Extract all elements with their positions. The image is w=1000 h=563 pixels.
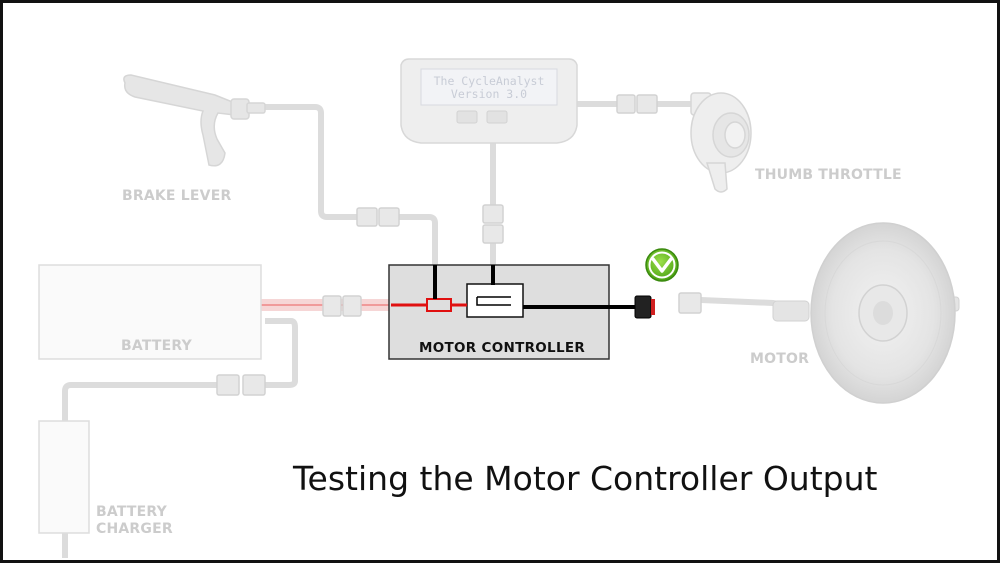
battery-charger-box xyxy=(38,420,90,534)
thumb-throttle xyxy=(690,92,752,193)
display-line-2: Version 3.0 xyxy=(450,87,528,101)
battery-box xyxy=(38,264,262,360)
faded-connectors xyxy=(216,94,702,396)
cycle-analyst-display xyxy=(400,58,578,144)
diagram-caption: Testing the Motor Controller Output xyxy=(293,459,878,498)
display-line-1: The CycleAnalyst xyxy=(433,74,545,88)
brake-lever xyxy=(123,74,266,167)
motor-controller xyxy=(388,264,635,360)
output-connector xyxy=(634,295,655,319)
motor-label: MOTOR xyxy=(750,351,810,367)
battery-label: BATTERY xyxy=(121,338,192,354)
motor-controller-label: MOTOR CONTROLLER xyxy=(419,340,586,356)
brake-lever-label: BRAKE LEVER xyxy=(122,188,232,204)
thumb-throttle-label: THUMB THROTTLE xyxy=(755,167,902,183)
hub-motor xyxy=(772,222,960,404)
battery-charger-label-line1: BATTERY xyxy=(96,504,167,520)
check-arrow-icon xyxy=(645,248,679,282)
battery-charger-label-line2: CHARGER xyxy=(96,521,173,537)
